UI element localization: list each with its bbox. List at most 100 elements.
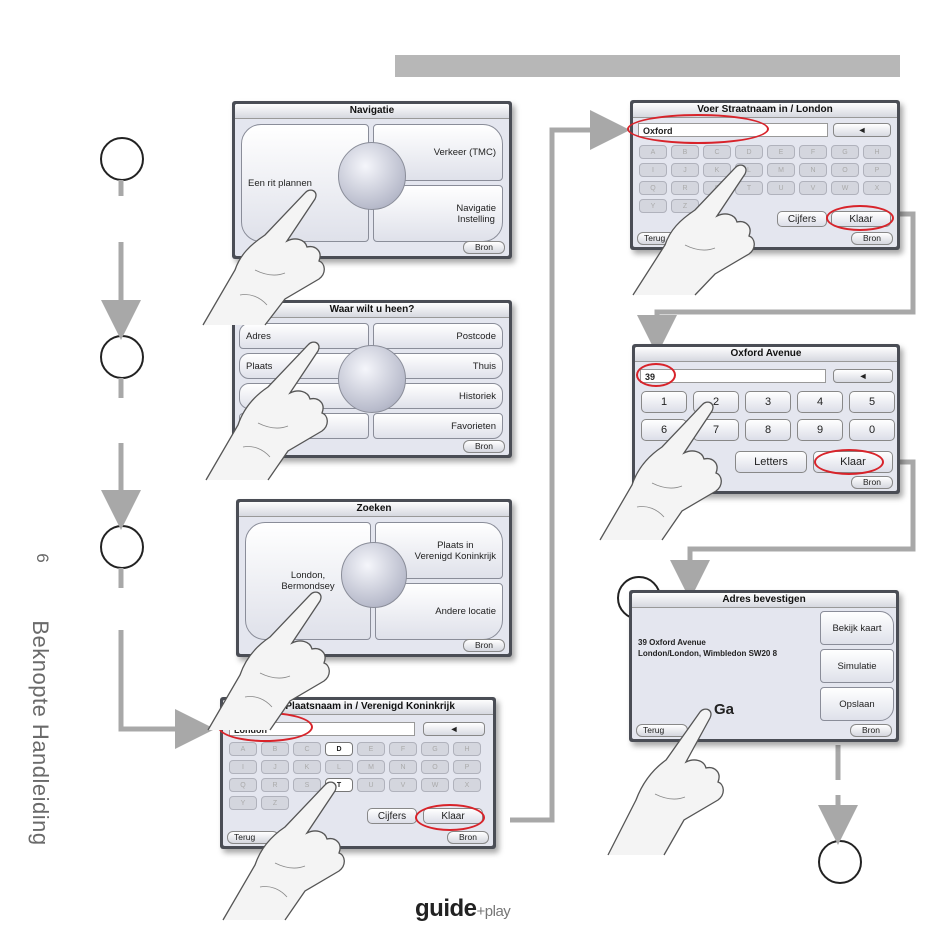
number-key-4[interactable]: 4 [797,391,843,413]
key-r[interactable]: R [671,181,699,195]
key-h[interactable]: H [453,742,481,756]
bron-button[interactable]: Bron [850,724,892,737]
screen-title: Zoeken [239,502,509,517]
highlight-street-input [627,114,769,144]
highlight-klaar-1 [415,804,485,831]
key-y[interactable]: Y [639,199,667,213]
pointing-hand-icon [599,401,722,541]
key-p[interactable]: P [863,163,891,177]
key-w[interactable]: W [831,181,859,195]
key-a[interactable]: A [639,145,667,159]
key-m[interactable]: M [767,163,795,177]
key-f[interactable]: F [799,145,827,159]
key-j[interactable]: J [261,760,289,774]
pointing-hand-icon [632,164,755,296]
key-e[interactable]: E [767,145,795,159]
key-b[interactable]: B [671,145,699,159]
bron-button[interactable]: Bron [463,440,505,453]
screen-adres-bevestigen: Adres bevestigen 39 Oxford Avenue London… [629,590,899,742]
screen-title: Oxford Avenue [635,347,897,362]
key-q[interactable]: Q [639,181,667,195]
key-x[interactable]: X [863,181,891,195]
pointing-hand-icon [607,708,724,856]
key-l[interactable]: L [325,760,353,774]
key-y[interactable]: Y [229,796,257,810]
favorieten-button[interactable]: Favorieten [373,413,503,439]
globe-icon [338,345,406,413]
key-a[interactable]: A [229,742,257,756]
address-block: 39 Oxford Avenue London/London, Wimbledo… [638,637,777,659]
key-k[interactable]: K [703,163,731,177]
key-d[interactable]: D [735,145,763,159]
number-key-9[interactable]: 9 [797,419,843,441]
key-g[interactable]: G [421,742,449,756]
address-line-1: 39 Oxford Avenue [638,638,706,647]
highlight-number-input [636,363,676,387]
number-key-1[interactable]: 1 [641,391,687,413]
screen-zoeken: Zoeken London, Bermondsey Plaats in Vere… [236,499,512,657]
screen-title: Waar wilt u heen? [235,303,509,318]
opslaan-button[interactable]: Opslaan [820,687,894,721]
key-v[interactable]: V [389,778,417,792]
simulatie-button[interactable]: Simulatie [820,649,894,683]
key-p[interactable]: P [453,760,481,774]
screen-title: Voer Plaatsnaam in / Verenigd Koninkrijk [223,700,493,715]
key-q[interactable]: Q [229,778,257,792]
key-o[interactable]: O [421,760,449,774]
screen-title: Navigatie [235,104,509,119]
key-h[interactable]: H [863,145,891,159]
bron-button[interactable]: Bron [463,639,505,652]
pointing-hand-icon [202,189,325,326]
key-w[interactable]: W [421,778,449,792]
ga-button[interactable]: Ga [714,701,735,718]
number-key-8[interactable]: 8 [745,419,791,441]
cijfers-button[interactable]: Cijfers [777,211,827,227]
pointing-hand-icon [207,591,330,731]
key-r[interactable]: R [261,778,289,792]
key-i[interactable]: I [639,163,667,177]
bron-button[interactable]: Bron [851,232,893,245]
key-x[interactable]: X [453,778,481,792]
highlight-klaar-2 [826,205,894,231]
key-o[interactable]: O [831,163,859,177]
key-m[interactable]: M [357,760,385,774]
top-banner [395,55,900,77]
key-c[interactable]: C [703,145,731,159]
bron-button[interactable]: Bron [463,241,505,254]
key-k[interactable]: K [293,760,321,774]
key-c[interactable]: C [293,742,321,756]
key-u[interactable]: U [767,181,795,195]
key-z[interactable]: Z [261,796,289,810]
key-n[interactable]: N [799,163,827,177]
bron-button[interactable]: Bron [447,831,489,844]
key-d[interactable]: D [325,742,353,756]
key-v[interactable]: V [799,181,827,195]
key-u[interactable]: U [357,778,385,792]
key-g[interactable]: G [831,145,859,159]
bron-button[interactable]: Bron [851,476,893,489]
terug-button[interactable]: Terug [227,831,279,844]
address-line-2: London/London, Wimbledon SW20 8 [638,649,778,658]
key-e[interactable]: E [357,742,385,756]
postcode-button[interactable]: Postcode [373,323,503,349]
key-b[interactable]: B [261,742,289,756]
key-i[interactable]: I [229,760,257,774]
number-key-3[interactable]: 3 [745,391,791,413]
number-key-5[interactable]: 5 [849,391,895,413]
bekijk-kaart-button[interactable]: Bekijk kaart [820,611,894,645]
key-f[interactable]: F [389,742,417,756]
cijfers-button[interactable]: Cijfers [367,808,417,824]
pointing-hand-icon [222,781,345,921]
key-n[interactable]: N [389,760,417,774]
backspace-key[interactable]: ◄ [833,369,893,383]
backspace-key[interactable]: ◄ [833,123,891,137]
key-s[interactable]: S [293,778,321,792]
number-key-0[interactable]: 0 [849,419,895,441]
backspace-key[interactable]: ◄ [423,722,485,736]
pointing-hand-icon [205,341,328,481]
key-j[interactable]: J [671,163,699,177]
step-circle-5 [818,840,862,884]
letters-button[interactable]: Letters [735,451,807,473]
